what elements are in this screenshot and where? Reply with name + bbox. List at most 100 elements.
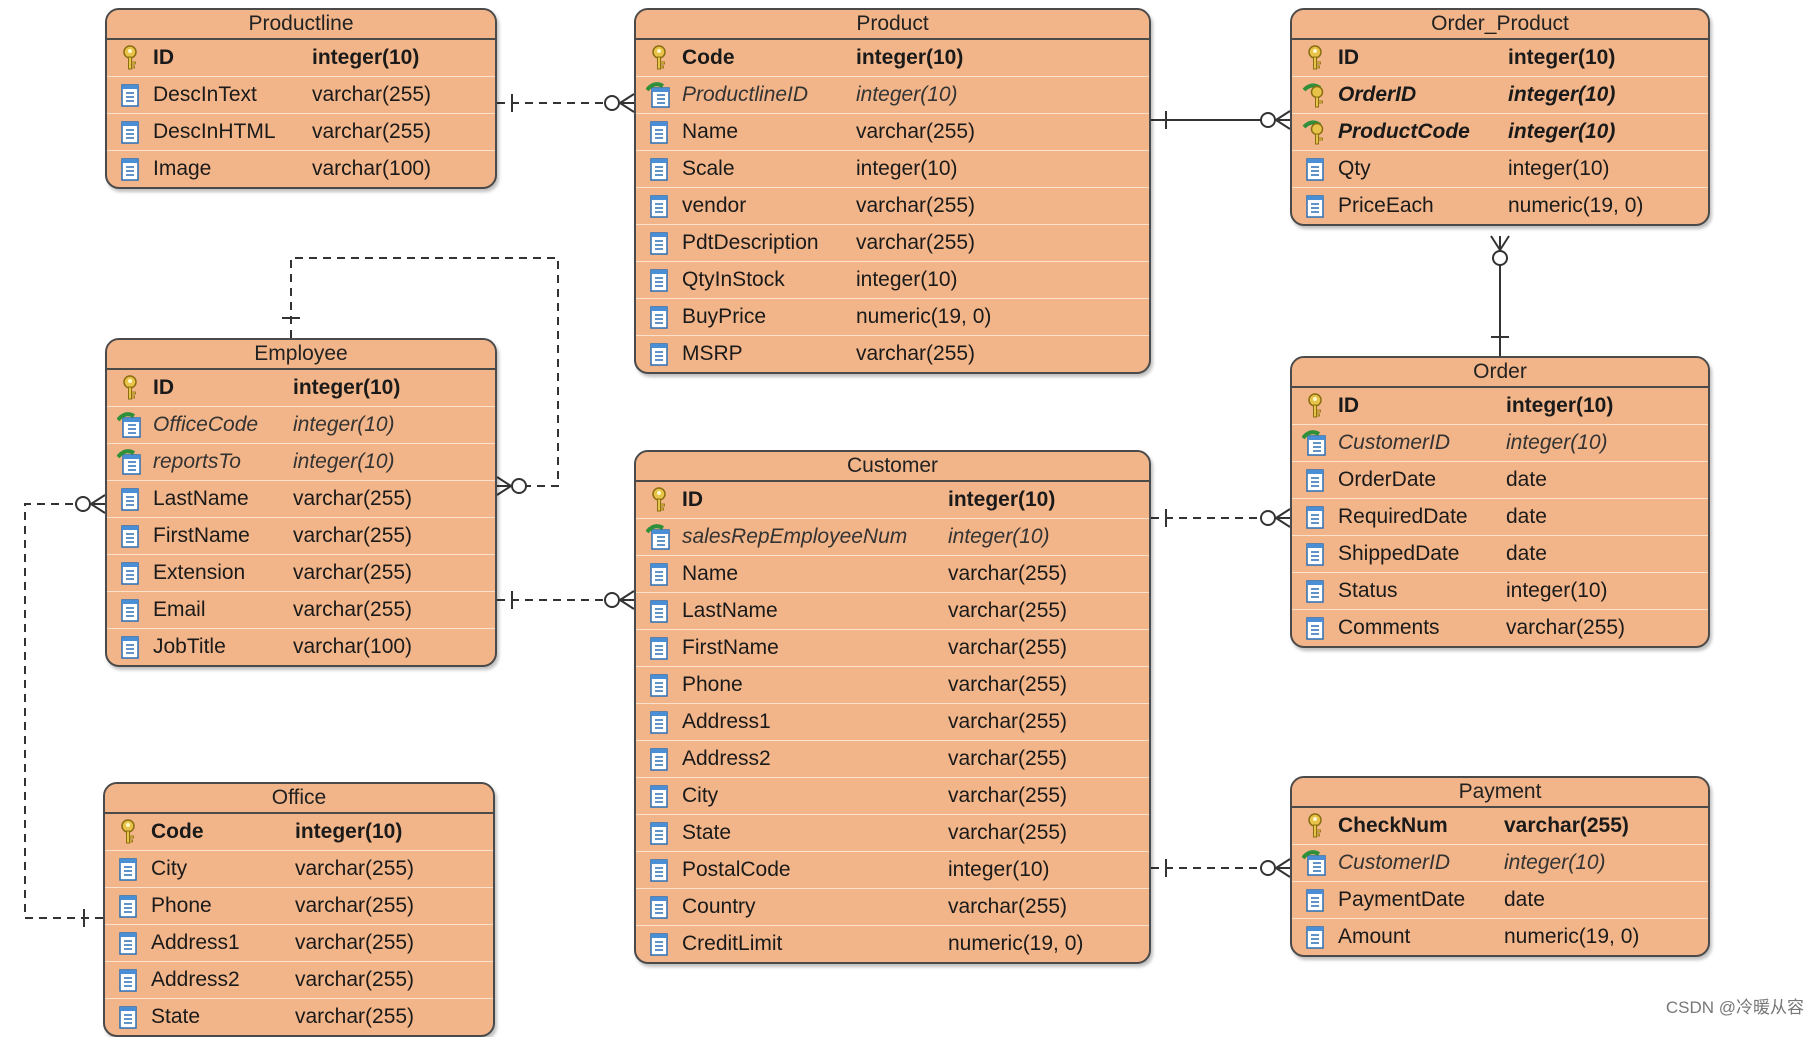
column-name: FirstName	[153, 524, 250, 547]
column-type: varchar(255)	[948, 784, 1068, 807]
column-icon	[115, 893, 141, 919]
column-icon	[646, 561, 672, 587]
column-name: LastName	[682, 599, 778, 622]
column-type: varchar(255)	[1504, 814, 1629, 837]
column-icon	[117, 119, 143, 145]
column-icon	[1302, 541, 1328, 567]
column-name: State	[151, 1005, 201, 1028]
column-name: Address2	[682, 747, 771, 770]
column-icon	[646, 894, 672, 920]
column-name: BuyPrice	[682, 305, 767, 328]
column-name: JobTitle	[153, 635, 226, 658]
column-icon	[117, 82, 143, 108]
column-icon	[646, 672, 672, 698]
column-icon	[115, 856, 141, 882]
column-name: OrderDate	[1338, 468, 1437, 491]
column-name: RequiredDate	[1338, 505, 1468, 528]
column-type: integer(10)	[948, 488, 1056, 511]
column-type: integer(10)	[856, 157, 958, 180]
entity-title: Order_Product	[1292, 10, 1708, 40]
column-name: Qty	[1338, 157, 1371, 180]
many-cardinality-mark	[496, 476, 512, 496]
column-type: varchar(255)	[312, 83, 432, 106]
foreign-key-icon	[1301, 850, 1328, 876]
column-type: integer(10)	[948, 858, 1050, 881]
column-icon	[646, 341, 672, 367]
foreign-key-icon	[1301, 430, 1328, 456]
zero-cardinality-mark	[604, 592, 620, 608]
column-name: State	[682, 821, 732, 844]
column-name: Code	[151, 820, 204, 843]
column-icon	[117, 156, 143, 182]
column-icon	[646, 635, 672, 661]
zero-cardinality-mark	[1492, 250, 1508, 266]
column-icon	[646, 119, 672, 145]
primary-key-icon	[646, 45, 672, 71]
